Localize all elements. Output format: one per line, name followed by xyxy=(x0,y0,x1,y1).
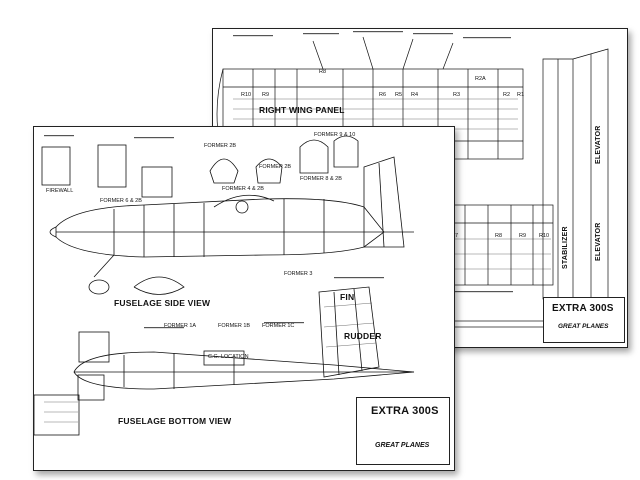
title-block-name: EXTRA 300S xyxy=(371,405,439,417)
rib-label: R9 xyxy=(519,233,527,239)
rib-label: R8 xyxy=(495,233,503,239)
rib-label: R8 xyxy=(319,69,327,75)
former-label: FORMER 4 & 2B xyxy=(222,186,264,192)
former-label: FORMER 1C xyxy=(262,323,295,329)
former-label: FORMER 6 & 2B xyxy=(100,198,142,204)
former-label: FORMER 8 & 2B xyxy=(300,176,342,182)
rib-label: R6 xyxy=(379,92,387,98)
rib-label: R10 xyxy=(241,92,252,98)
rib-label: R2A xyxy=(475,76,486,82)
cg-location-label: C.G. LOCATION xyxy=(208,354,249,360)
elevator-label: ELEVATOR xyxy=(595,222,602,261)
brand-logo: GREAT PLANES xyxy=(558,323,609,330)
rib-label: R10 xyxy=(539,233,550,239)
stabilizer-label: STABILIZER xyxy=(562,226,569,269)
title-block: EXTRA 300S GREAT PLANES xyxy=(543,297,625,343)
former-label: FORMER 1B xyxy=(218,323,251,329)
title-block-name: EXTRA 300S xyxy=(552,303,614,314)
fuselage-plan-sheet: FORMER 2B FORMER 2B FORMER 4 & 2B FORMER… xyxy=(33,126,455,471)
former-label: FORMER 2B xyxy=(204,143,237,149)
fuselage-plan-drawing xyxy=(34,135,415,436)
former-label: FORMER 2B xyxy=(259,164,292,170)
rib-label: R3 xyxy=(453,92,461,98)
former-label: FORMER 9 & 10 xyxy=(314,132,356,138)
fuselage-side-title: FUSELAGE SIDE VIEW xyxy=(114,298,211,308)
wing-panel-title: RIGHT WING PANEL xyxy=(259,105,345,115)
former-label: FORMER 3 xyxy=(284,271,313,277)
brand-logo: GREAT PLANES xyxy=(375,442,430,449)
fuselage-bottom-title: FUSELAGE BOTTOM VIEW xyxy=(118,416,232,426)
rib-label: R4 xyxy=(411,92,419,98)
rib-label: R2 xyxy=(503,92,511,98)
rib-label: R9 xyxy=(262,92,270,98)
fin-label: FIN xyxy=(340,292,355,302)
title-block: EXTRA 300S GREAT PLANES xyxy=(356,397,450,465)
rib-label: R5 xyxy=(395,92,403,98)
rudder-label: RUDDER xyxy=(344,331,382,341)
former-label: FORMER 1A xyxy=(164,323,197,329)
rib-label: R1 xyxy=(517,92,525,98)
elevator-label: ELEVATOR xyxy=(595,125,602,164)
firewall-label: FIREWALL xyxy=(46,188,74,194)
